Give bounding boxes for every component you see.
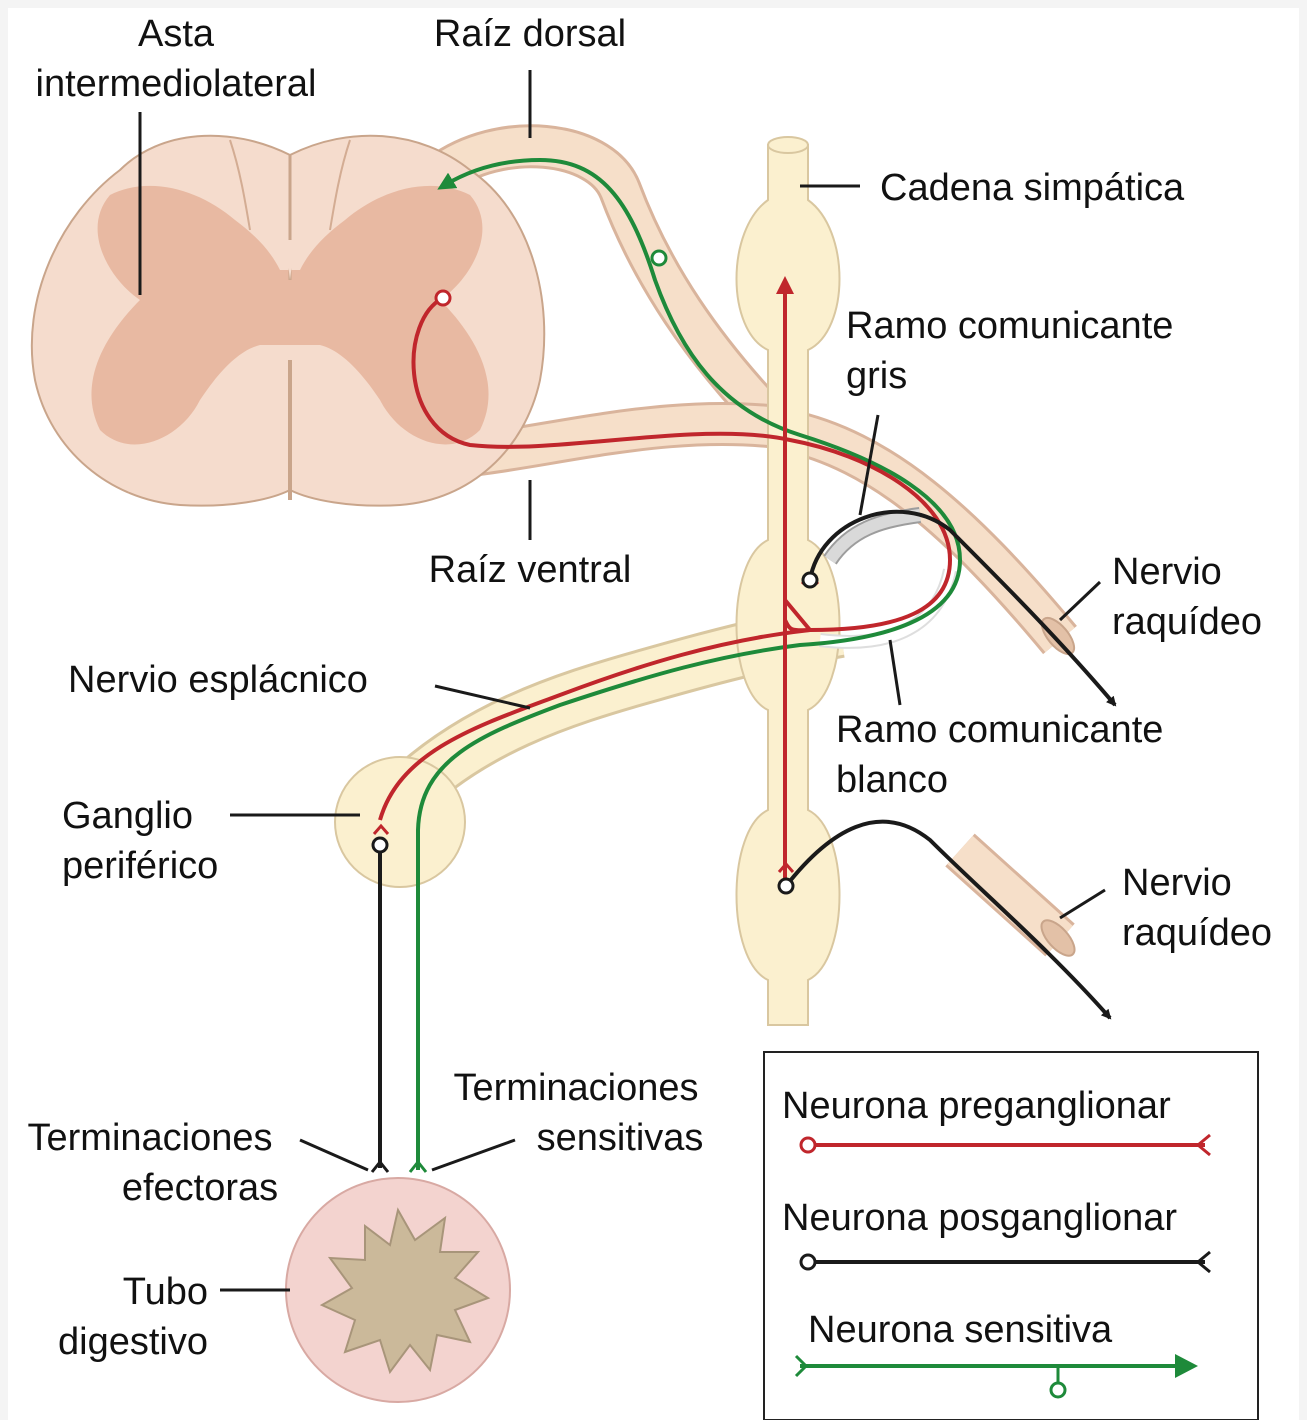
spinal-cord bbox=[32, 136, 544, 506]
legend-label-sensory: Neurona sensitiva bbox=[808, 1309, 1113, 1351]
label-term-efec-1: Terminaciones bbox=[28, 1117, 273, 1159]
label-asta-2: intermediolateral bbox=[36, 63, 317, 105]
label-tubo-2: digestivo bbox=[58, 1321, 208, 1363]
label-ramo-gris-1: Ramo comunicante bbox=[846, 305, 1173, 347]
label-raiz-ventral: Raíz ventral bbox=[429, 549, 632, 591]
gut-tube bbox=[286, 1178, 510, 1402]
label-ganglio-1: Ganglio bbox=[62, 795, 193, 837]
label-raiz-dorsal: Raíz dorsal bbox=[434, 13, 626, 55]
label-term-sens-1: Terminaciones bbox=[454, 1067, 699, 1109]
spinal-nerve-lower bbox=[960, 850, 1080, 961]
label-asta-1: Asta bbox=[138, 13, 215, 55]
legend: Neurona preganglionar Neurona posganglio… bbox=[764, 1052, 1258, 1420]
label-tubo-1: Tubo bbox=[123, 1271, 208, 1313]
peripheral-ganglion bbox=[335, 757, 465, 887]
legend-label-postganglionic: Neurona posganglionar bbox=[782, 1197, 1177, 1239]
legend-label-preganglionic: Neurona preganglionar bbox=[782, 1085, 1171, 1127]
label-term-sens-2: sensitivas bbox=[537, 1117, 704, 1159]
label-ganglio-2: periférico bbox=[62, 845, 218, 887]
label-cadena-simpatica: Cadena simpática bbox=[880, 167, 1185, 209]
label-nervio-raquideo-2a: Nervio bbox=[1122, 862, 1232, 904]
label-nervio-raquideo-2b: raquídeo bbox=[1122, 912, 1272, 954]
label-ramo-gris-2: gris bbox=[846, 355, 907, 397]
label-ramo-blanco-1: Ramo comunicante bbox=[836, 709, 1163, 751]
label-ramo-blanco-2: blanco bbox=[836, 759, 948, 801]
label-term-efec-2: efectoras bbox=[122, 1167, 278, 1209]
label-nervio-raquideo-1a: Nervio bbox=[1112, 551, 1222, 593]
label-nervio-raquideo-1b: raquídeo bbox=[1112, 601, 1262, 643]
label-nervio-esplacnico: Nervio esplácnico bbox=[68, 659, 368, 701]
